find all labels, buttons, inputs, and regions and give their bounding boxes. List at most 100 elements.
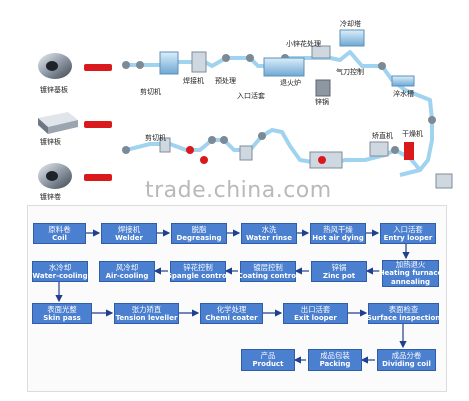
process-step-tension-leveller: 张力矫直 Tension leveller [114,303,179,324]
step-en-label: Surface inspection [366,313,441,322]
step-en-label: Exit looper [294,313,337,322]
process-step-zinc-pot: 锌锅 Zinc pot [311,261,367,282]
step-en-label: annealing [391,278,430,286]
process-step-heating-furnace: 加热退火 Heating furnace annealing [379,260,442,287]
step-cn-label: 脱脂 [191,224,207,234]
process-step-coating-control: 镀层控制 Coating control [237,261,299,282]
equipment-label: 剪切机 [145,134,166,142]
step-cn-label: 锌锅 [331,262,347,272]
step-cn-label: 水洗 [261,224,277,234]
process-step-packing: 成品包装 Packing [308,349,362,371]
process-step-water-cooling: 水冷却 Water-cooling [32,261,88,282]
step-en-label: Water rinse [246,233,292,242]
cooling-tower-icon [339,29,365,47]
watermark: trade.china.com [145,178,332,203]
step-cn-label: 锌花控制 [183,262,213,272]
recoiler-icon [435,173,453,189]
step-cn-label: 张力矫直 [131,304,162,314]
step-en-label: Zinc pot [322,271,356,280]
step-cn-label: 成品包装 [320,351,350,360]
step-en-label: Dividing coil [382,360,431,368]
step-en-label: Packing [319,360,351,368]
step-cn-label: 热风干燥 [323,224,353,234]
step-en-label: Tension leveller [115,313,178,322]
step-cn-label: 加热退火 [395,260,426,269]
step-cn-label: 入口活套 [393,224,423,234]
process-step-water-rinse: 水洗 Water rinse [241,223,297,244]
step-en-label: Water-cooling [32,271,88,280]
machine-icon [369,141,389,157]
flow-arrows [55,229,410,364]
process-step-hot-air-drying: 热风干燥 Hot air dying [310,223,366,244]
equipment-label: 冷却塔 [340,20,361,28]
step-en-label: Degreasing [176,233,222,242]
coil-label: 镀锌板 [40,138,61,146]
coil-label: 镀锌基板 [40,86,68,94]
equipment-label: 焊接机 [183,77,204,85]
process-step-welder: 焊接机 Welder [101,223,157,244]
coil-label: 镀锌卷 [40,193,61,201]
step-cn-label: 镀层控制 [253,262,283,272]
step-en-label: Spangle control [166,271,230,280]
process-step-dividing-coil: 成品分卷 Dividing coil [377,349,436,371]
machine-icon [239,145,253,161]
process-step-surface-inspection: 表面检查 Surface inspection [366,303,441,324]
annealing-furnace-icon [263,57,305,77]
equipment-label: 剪切机 [140,88,161,96]
pretreatment-icon [191,51,207,73]
step-en-label: Air-cooling [105,271,149,280]
red-arrow-icon [84,174,112,181]
step-cn-label: 焊接机 [117,224,141,234]
zinc-pot-icon [315,79,331,97]
step-en-label: Coating control [237,271,299,280]
step-cn-label: 表面检查 [388,304,419,314]
red-marker-icon [318,156,326,164]
process-flow-panel: 原料卷 Coil 焊接机 Welder 脱脂 Degreasing 水洗 Wat… [27,205,447,392]
process-step-entry-looper: 入口活套 Entry looper [380,223,436,244]
red-arrow-icon [84,64,112,71]
process-step-coil: 原料卷 Coil [33,223,86,244]
red-arrow-icon [84,121,112,128]
step-en-label: Skin pass [43,313,81,322]
step-cn-label: 原料卷 [48,224,71,234]
equipment-label: 退火炉 [280,79,301,87]
process-step-degreasing: 脱脂 Degreasing [171,223,227,244]
step-en-label: Product [252,360,284,368]
equipment-label: 淬水槽 [393,90,414,98]
step-en-label: Hot air dying [312,233,364,242]
process-step-chemi-coater: 化学处理 Chemi coater [200,303,263,324]
equipment-label: 锌锅 [315,98,329,106]
step-cn-label: 成品分卷 [391,351,422,360]
step-cn-label: 表面光整 [47,304,77,314]
dryer-icon [404,142,414,160]
red-marker-icon [186,146,194,154]
step-cn-label: 产品 [260,351,276,360]
water-quench-icon [391,75,415,87]
step-cn-label: 出口活套 [300,304,331,314]
process-step-skin-pass: 表面光整 Skin pass [32,303,92,324]
process-step-spangle-control: 锌花控制 Spangle control [166,261,230,282]
step-cn-label: 化学处理 [216,304,247,314]
step-cn-label: 水冷却 [48,262,72,272]
process-step-air-cooling: 风冷却 Air-cooling [99,261,155,282]
equipment-label: 干燥机 [402,130,423,138]
step-en-label: Coil [52,233,67,242]
welder-icon [159,51,179,75]
equipment-label: 小锌花处理 [286,40,321,48]
equipment-label: 矫直机 [372,132,393,140]
production-line-illustration [38,29,453,189]
galvanized-coil-icon [38,163,72,189]
red-marker-icon [200,156,208,164]
step-en-label: Welder [115,233,143,242]
spangle-unit-icon [311,45,331,59]
process-step-product: 产品 Product [241,349,295,371]
equipment-label: 气刀控制 [336,68,364,76]
step-cn-label: 风冷却 [115,262,139,272]
equipment-label: 预处理 [215,77,236,85]
steel-coil-icon [38,53,72,79]
equipment-label: 入口活套 [237,92,265,100]
rollers [122,54,436,154]
step-en-label: Chemi coater [205,313,258,322]
process-step-exit-looper: 出口活套 Exit looper [283,303,348,324]
